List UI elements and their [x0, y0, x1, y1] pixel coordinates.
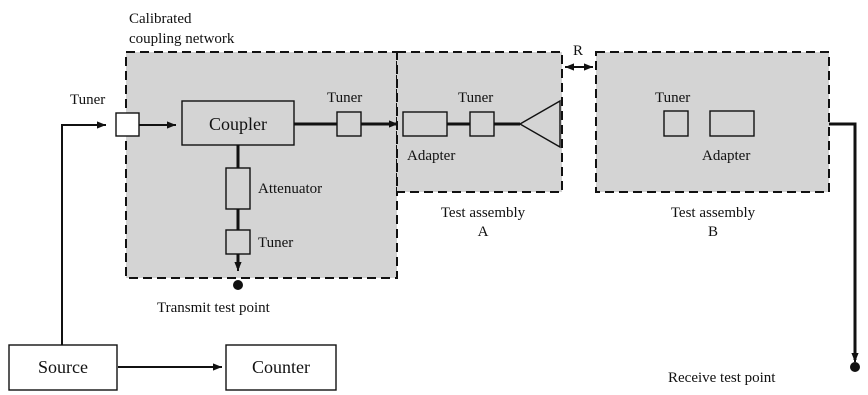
adapter-a-label: Adapter [407, 148, 455, 164]
receive-test-point-label: Receive test point [668, 370, 776, 386]
transmit-test-point-dot [233, 280, 243, 290]
tuner-b-box [663, 110, 689, 137]
attenuator-tuner-label: Tuner [258, 235, 293, 251]
test-assembly-a-label-line1: Test assembly [441, 205, 526, 221]
test-assembly-a-label-line2: A [478, 224, 489, 240]
attenuator-label: Attenuator [258, 181, 322, 197]
adapter-a-box [402, 111, 448, 137]
receive-test-point-dot [850, 362, 860, 372]
tuner-b-label: Tuner [655, 90, 690, 106]
coupler-output-tuner-box [336, 111, 362, 137]
coupler-output-tuner-label: Tuner [327, 90, 362, 106]
counter-box [225, 344, 337, 391]
attenuator-tuner-box [225, 229, 251, 255]
test-assembly-b-label-line1: Test assembly [671, 205, 756, 221]
input-tuner-box [115, 112, 140, 137]
source-label: Source [38, 357, 88, 377]
calibrated-coupling-network-panel [125, 51, 398, 279]
input-tuner-label: Tuner [70, 92, 105, 108]
source-box [8, 344, 118, 391]
coupler-label: Coupler [209, 114, 267, 134]
transmit-test-point-label: Transmit test point [157, 300, 271, 316]
adapter-b-box [709, 110, 755, 137]
horn-antenna-icon [518, 99, 561, 149]
receive-line [829, 122, 857, 360]
attenuator-box [225, 167, 251, 210]
source-feed-line [61, 121, 106, 345]
counter-label: Counter [252, 357, 310, 377]
tuner-a-label: Tuner [458, 90, 493, 106]
r-label: R [573, 43, 583, 59]
adapter-b-label: Adapter [702, 148, 750, 164]
test-assembly-b-label-line2: B [708, 224, 718, 240]
calibrated-label-line1: Calibrated [129, 11, 192, 27]
coupler-box [181, 100, 295, 146]
tuner-a-box [469, 111, 495, 137]
calibrated-label-line2: coupling network [129, 31, 235, 47]
